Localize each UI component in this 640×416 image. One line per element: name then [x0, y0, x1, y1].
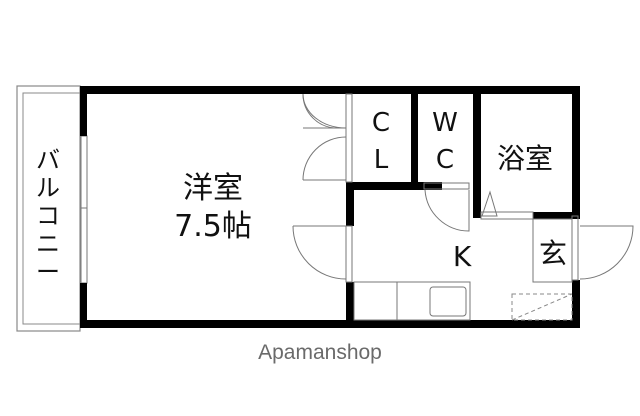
walls	[80, 86, 580, 328]
balcony-label-5: ー	[36, 258, 60, 286]
entrance-door	[579, 225, 634, 280]
balcony-label-2: ル	[36, 174, 60, 202]
closet-door-bottom	[302, 136, 347, 181]
room-door	[292, 225, 347, 280]
closet-door-top-arc	[302, 93, 347, 129]
balcony: バ ル コ ニ ー	[16, 85, 81, 332]
shoe-storage	[511, 293, 573, 321]
balcony-window	[80, 135, 88, 284]
closet-label-1: C	[372, 108, 390, 138]
entrance-label: 玄	[539, 237, 567, 270]
closet-label-2: L	[374, 145, 389, 175]
closet-door-top	[302, 93, 346, 129]
toilet-label-1: W	[432, 108, 458, 138]
bath-step-icon	[481, 190, 498, 217]
doors	[292, 93, 634, 280]
kitchen-counter	[353, 281, 471, 321]
balcony-label-4: ニ	[36, 230, 60, 258]
western-room-label: 洋室	[183, 171, 243, 206]
wc-door	[424, 189, 470, 232]
balcony-label-3: コ	[36, 202, 60, 230]
internal-lines	[345, 93, 579, 283]
bathroom-label: 浴室	[497, 142, 553, 175]
western-room-size: 7.5帖	[174, 209, 252, 244]
brand-watermark: Apamanshop	[258, 341, 382, 364]
kitchen-label: K	[453, 240, 472, 273]
balcony-label-1: バ	[36, 146, 60, 174]
toilet-label-2: C	[436, 145, 454, 175]
